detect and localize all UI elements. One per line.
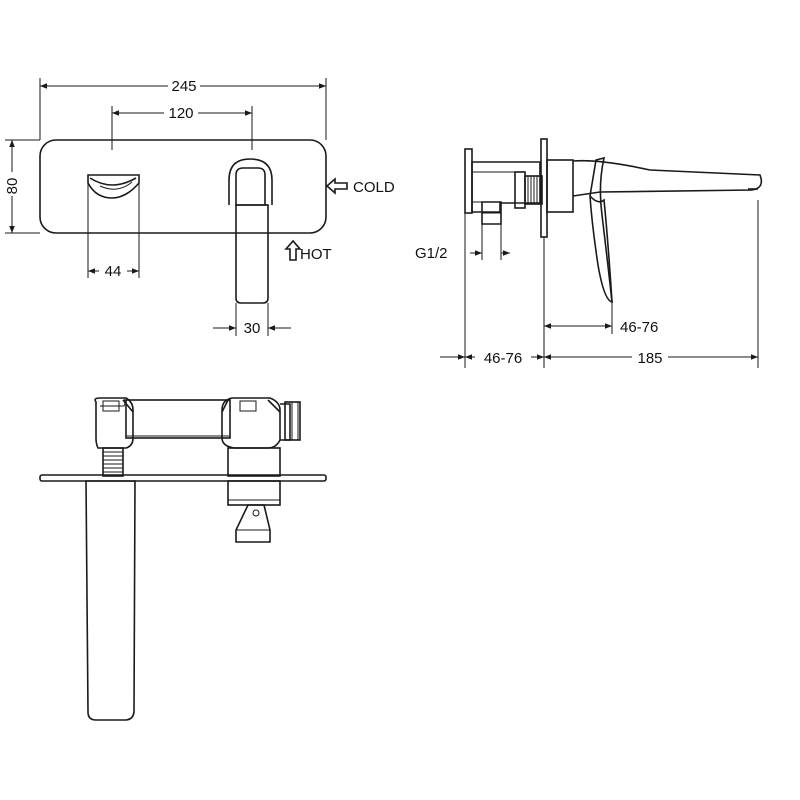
- dim-depth-body: 46-76: [440, 213, 544, 368]
- spout-top: [85, 480, 136, 721]
- lever-hub: [227, 480, 281, 506]
- spout-outlet: [87, 174, 140, 199]
- left-cap: [94, 397, 134, 449]
- mixer-handle: [228, 158, 273, 304]
- top-view: [39, 397, 327, 721]
- dim-label-80: 80: [4, 178, 21, 195]
- threaded-stem: [102, 447, 124, 477]
- dim-handle-width: 30: [213, 303, 291, 337]
- dim-spout-width: 44: [87, 183, 140, 280]
- lever-lower: [589, 195, 613, 303]
- cold-indicator: COLD: [325, 177, 395, 196]
- lever-side: [589, 156, 613, 304]
- arrow-left-icon: [325, 177, 348, 195]
- dim-spout-projection: 185: [544, 200, 759, 368]
- dim-label-185: 185: [637, 350, 662, 367]
- cold-label: COLD: [353, 179, 395, 196]
- dim-thread: G1/2: [415, 224, 510, 262]
- lever-top: [235, 504, 271, 543]
- side-view: G1/2 46-76 46-76 185: [415, 138, 763, 368]
- rear-flange: [464, 148, 473, 214]
- dim-depth-handle: 46-76: [543, 237, 658, 368]
- front-view: 245 120 80 44: [3, 76, 395, 337]
- dim-label-g12: G1/2: [415, 245, 448, 262]
- arrow-up-icon: [284, 239, 302, 261]
- wall-plate: [39, 139, 327, 234]
- hot-label: HOT: [300, 246, 332, 263]
- dim-label-120: 120: [168, 105, 193, 122]
- body-bar: [125, 399, 231, 439]
- valve-body: [471, 161, 541, 213]
- dim-label-245: 245: [171, 78, 196, 95]
- dim-overall-width: 245: [39, 76, 327, 140]
- dim-plate-height: 80: [3, 139, 40, 234]
- dim-center-distance: 120: [111, 104, 253, 150]
- dim-label-46-76-upper: 46-76: [620, 319, 658, 336]
- dim-label-46-76-lower: 46-76: [484, 350, 522, 367]
- plate-edge: [39, 474, 327, 482]
- dim-label-30: 30: [244, 320, 261, 337]
- hot-indicator: HOT: [284, 239, 332, 263]
- dim-label-44: 44: [105, 263, 122, 280]
